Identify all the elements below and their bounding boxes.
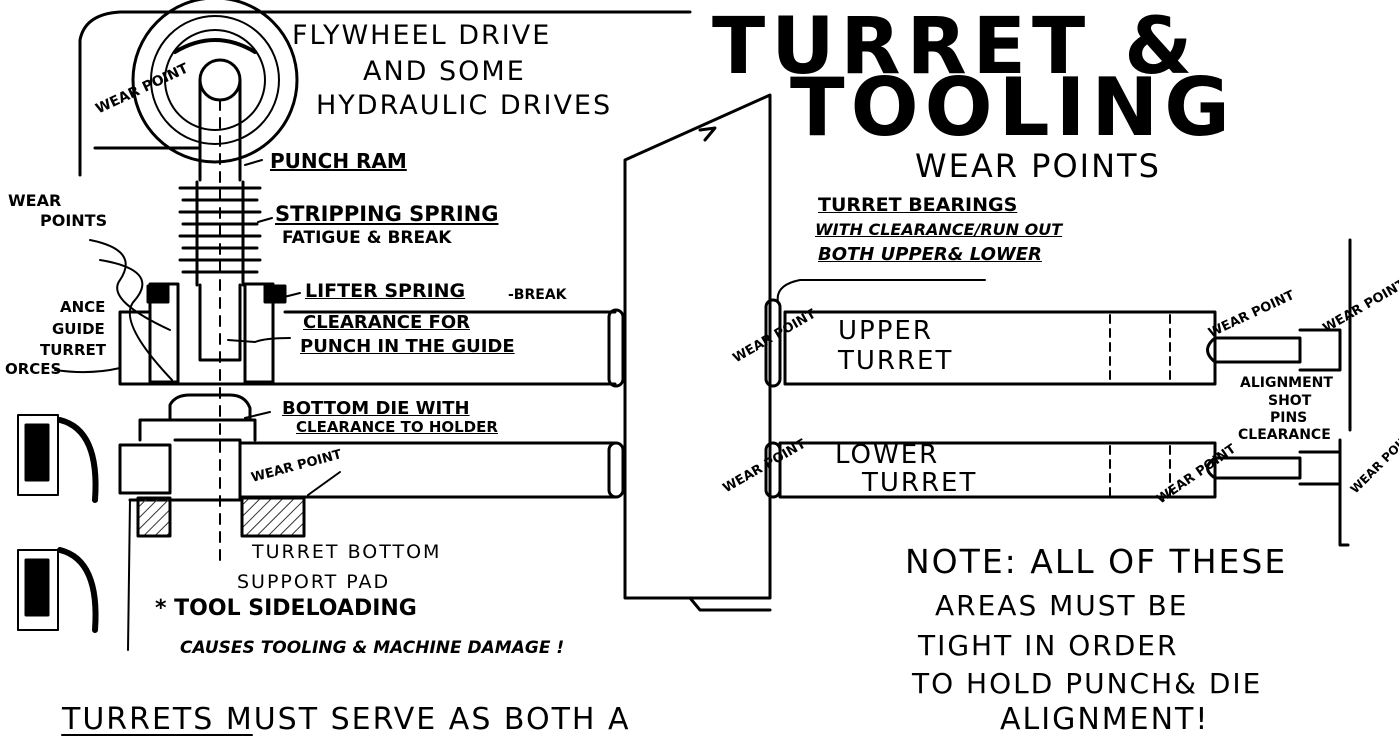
column-notch [698,126,717,142]
lifter-spring-right [263,284,287,304]
leader-force [54,367,121,374]
title-line-1: TURRET & [712,2,1199,92]
flywheel-outer [131,0,299,164]
label-turret-bottom-2: SUPPORT PAD [237,571,391,593]
lower-bearing-right [764,441,782,499]
label-lower-turret-2: TURRET [862,468,978,498]
side-punch-upper [17,414,59,496]
die-holder [138,418,257,442]
drive-label-3: HYDRAULIC DRIVES [316,90,613,121]
leader-punch-ram [244,159,263,166]
label-lifter-spring-note: -BREAK [508,287,567,303]
leader-turret-bearings [776,279,986,303]
shot-pin-upper [1206,336,1302,364]
label-stripping-spring: STRIPPING SPRING [275,202,499,226]
upper-turret-left [118,310,617,386]
lower-bearing-left [607,441,625,499]
ram-pin [198,58,242,102]
stripping-spring-body [195,180,245,287]
label-alignment-3: PINS [1270,410,1308,426]
central-column [623,93,772,600]
label-lifter-spring: LIFTER SPRING [305,280,466,302]
guide-right-block [243,282,275,384]
flywheel-middle [150,15,280,145]
label-clearance-punch-2: PUNCH IN THE GUIDE [300,336,515,357]
left-clip-2: GUIDE [52,320,105,338]
footer-text: TURRETS MUST SERVE AS BOTH A [62,702,631,737]
bottom-die [168,393,252,422]
upper-turret-slab [783,310,1217,386]
label-upper-turret-1: UPPER [838,316,933,346]
flywheel-inner [164,29,266,131]
label-turret-bearings-2: WITH CLEARANCE/RUN OUT [815,220,1063,239]
drive-label-2: AND SOME [363,56,526,87]
stripping-spring [178,186,262,274]
label-lower-turret-1: LOWER [835,440,940,470]
lifter-spring-left [146,284,170,304]
label-alignment-4: CLEARANCE [1238,427,1331,443]
shot-pin-lower [1206,456,1302,480]
side-loading-2: CAUSES TOOLING & MACHINE DAMAGE ! [180,638,565,658]
label-turret-bearings-1: TURRET BEARINGS [818,194,1018,216]
leader-clearance-guide [227,337,291,343]
label-punch-ram: PUNCH RAM [270,149,407,173]
support-pad-right [240,496,306,538]
die-body [118,443,172,495]
title-subtitle: WEAR POINTS [915,147,1161,185]
shot-pin-lower-bushing [1298,450,1342,486]
note-line-5: ALIGNMENT! [1000,702,1210,737]
leader-lifter-spring [279,292,301,299]
guide-left-block [148,282,180,384]
note-line-3: TIGHT IN ORDER [918,629,1179,662]
label-bottom-die-1: BOTTOM DIE WITH [282,398,470,419]
leader-wear-points [89,239,171,331]
punch-stem [198,283,242,362]
label-clearance-punch-1: CLEARANCE FOR [303,312,470,333]
left-clip-3: TURRET [40,341,106,359]
title-line-2: TOOLING [790,61,1236,154]
left-clip-4: ORCES [5,360,62,378]
machine-frame [78,10,692,177]
label-bottom-die-2: CLEARANCE TO HOLDER [296,418,498,436]
side-punch-lower-fill [24,558,50,617]
side-loading-1: * TOOL SIDELOADING [155,596,417,621]
drive-label-1: FLYWHEEL DRIVE [292,20,552,51]
label-alignment-2: SHOT [1268,393,1312,409]
leader-lower-wear [307,471,341,496]
side-holder-lower [57,547,99,633]
note-line-2: AREAS MUST BE [935,589,1189,622]
label-upper-turret-2: TURRET [838,346,954,376]
side-punch-lower [17,549,59,631]
die-shank-line [127,499,131,651]
shot-pin-upper-bushing [1298,328,1342,372]
label-stripping-spring-note: FATIGUE & BREAK [282,228,452,248]
note-line-4: TO HOLD PUNCH& DIE [912,667,1263,700]
upper-bearing-left [607,308,625,388]
label-alignment-1: ALIGNMENT [1240,375,1333,391]
leader-wear-points-2 [99,259,173,381]
note-line-1: NOTE: ALL OF THESE [905,542,1288,581]
support-pad-left [136,496,172,538]
label-turret-bottom-1: TURRET BOTTOM [252,541,442,563]
leader-bottom-die [244,411,271,419]
die-holder-lower [128,438,242,502]
column-notch-bottom [688,596,772,612]
side-punch-upper-fill [24,423,50,482]
left-clip-1: ANCE [60,298,106,316]
alignment-bracket [1338,238,1352,547]
label-wear-points-1: WEAR [8,191,62,210]
punch-ram [198,78,242,182]
upper-bearing-right [764,298,782,388]
label-wear-points-2: POINTS [40,211,108,230]
flywheel-arc-mark [173,38,257,54]
side-holder-upper [57,417,99,503]
label-turret-bearings-3: BOTH UPPER& LOWER [818,244,1042,265]
leader-stripping-spring [257,217,273,223]
